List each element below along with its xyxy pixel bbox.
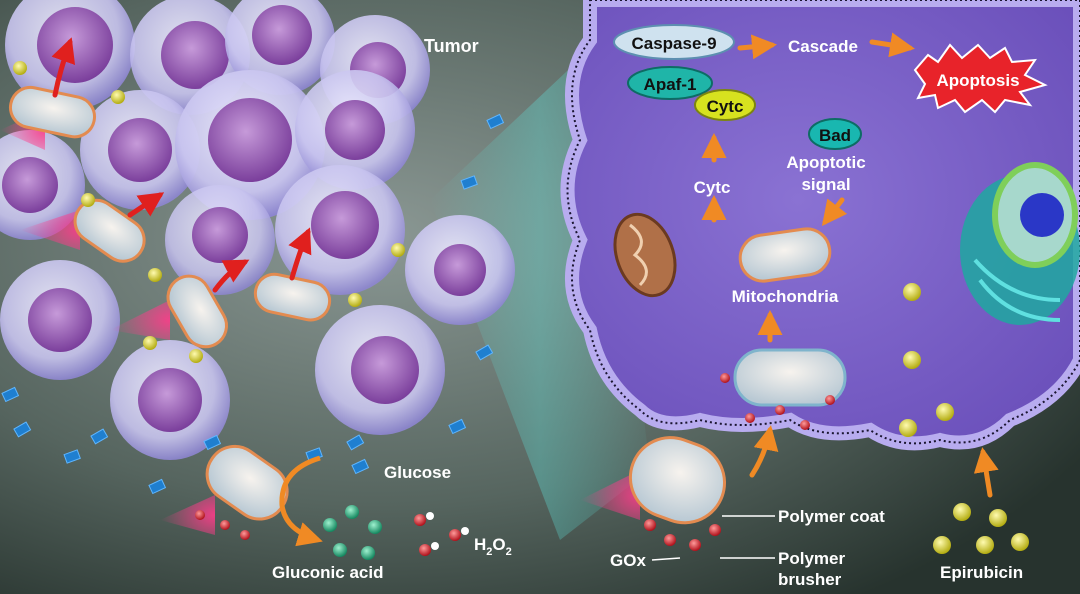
apoptotic-signal-label-1: Apoptotic [786, 153, 865, 172]
apaf1-node: Apaf-1 [627, 66, 713, 100]
pathway-arrows [701, 32, 999, 498]
cascade-label: Cascade [788, 37, 858, 56]
nanocarrier [580, 436, 727, 551]
h2o2-label: H2O2 [474, 535, 512, 558]
polymer-brusher-label-1: Polymer [778, 549, 845, 568]
tumor-epirubicin-dots [13, 61, 405, 363]
tumor-cell-cluster [0, 0, 515, 460]
apaf1-label: Apaf-1 [644, 75, 697, 94]
epirubicin-label: Epirubicin [940, 563, 1023, 582]
tumor-mitochondria [0, 85, 332, 540]
bad-label: Bad [819, 126, 851, 145]
caspase9-label: Caspase-9 [631, 34, 716, 53]
cytc-label: Cytc [694, 178, 731, 197]
gluconic-acid-label: Gluconic acid [272, 563, 383, 582]
apoptosis-label: Apoptosis [936, 71, 1019, 90]
cytc-bubble-node: Cytc [694, 89, 756, 121]
red-entry-arrows [51, 37, 312, 293]
glucose-label: Glucose [384, 463, 451, 482]
polymer-brusher-label-2: brusher [778, 570, 842, 589]
cell-mitochondrion [613, 212, 677, 298]
nucleus-er [960, 162, 1080, 325]
mitochondria-label: Mitochondria [732, 287, 839, 306]
gox-leader [651, 557, 681, 561]
damaged-mitochondrion [720, 348, 847, 430]
gox-reaction [279, 455, 469, 560]
cell-epirubicin-dots [899, 283, 1029, 554]
tumor-label: Tumor [424, 36, 479, 56]
polymer-coat-label: Polymer coat [778, 507, 885, 526]
gox-label: GOx [610, 551, 646, 570]
signal-mitochondrion [738, 227, 832, 283]
cytc-bubble-label: Cytc [707, 97, 744, 116]
apoptosis-burst: Apoptosis [913, 43, 1048, 114]
glucose-crystals [1, 113, 505, 495]
bad-node: Bad [808, 118, 862, 150]
apoptotic-signal-label-2: signal [801, 175, 850, 194]
caspase9-node: Caspase-9 [613, 24, 735, 60]
